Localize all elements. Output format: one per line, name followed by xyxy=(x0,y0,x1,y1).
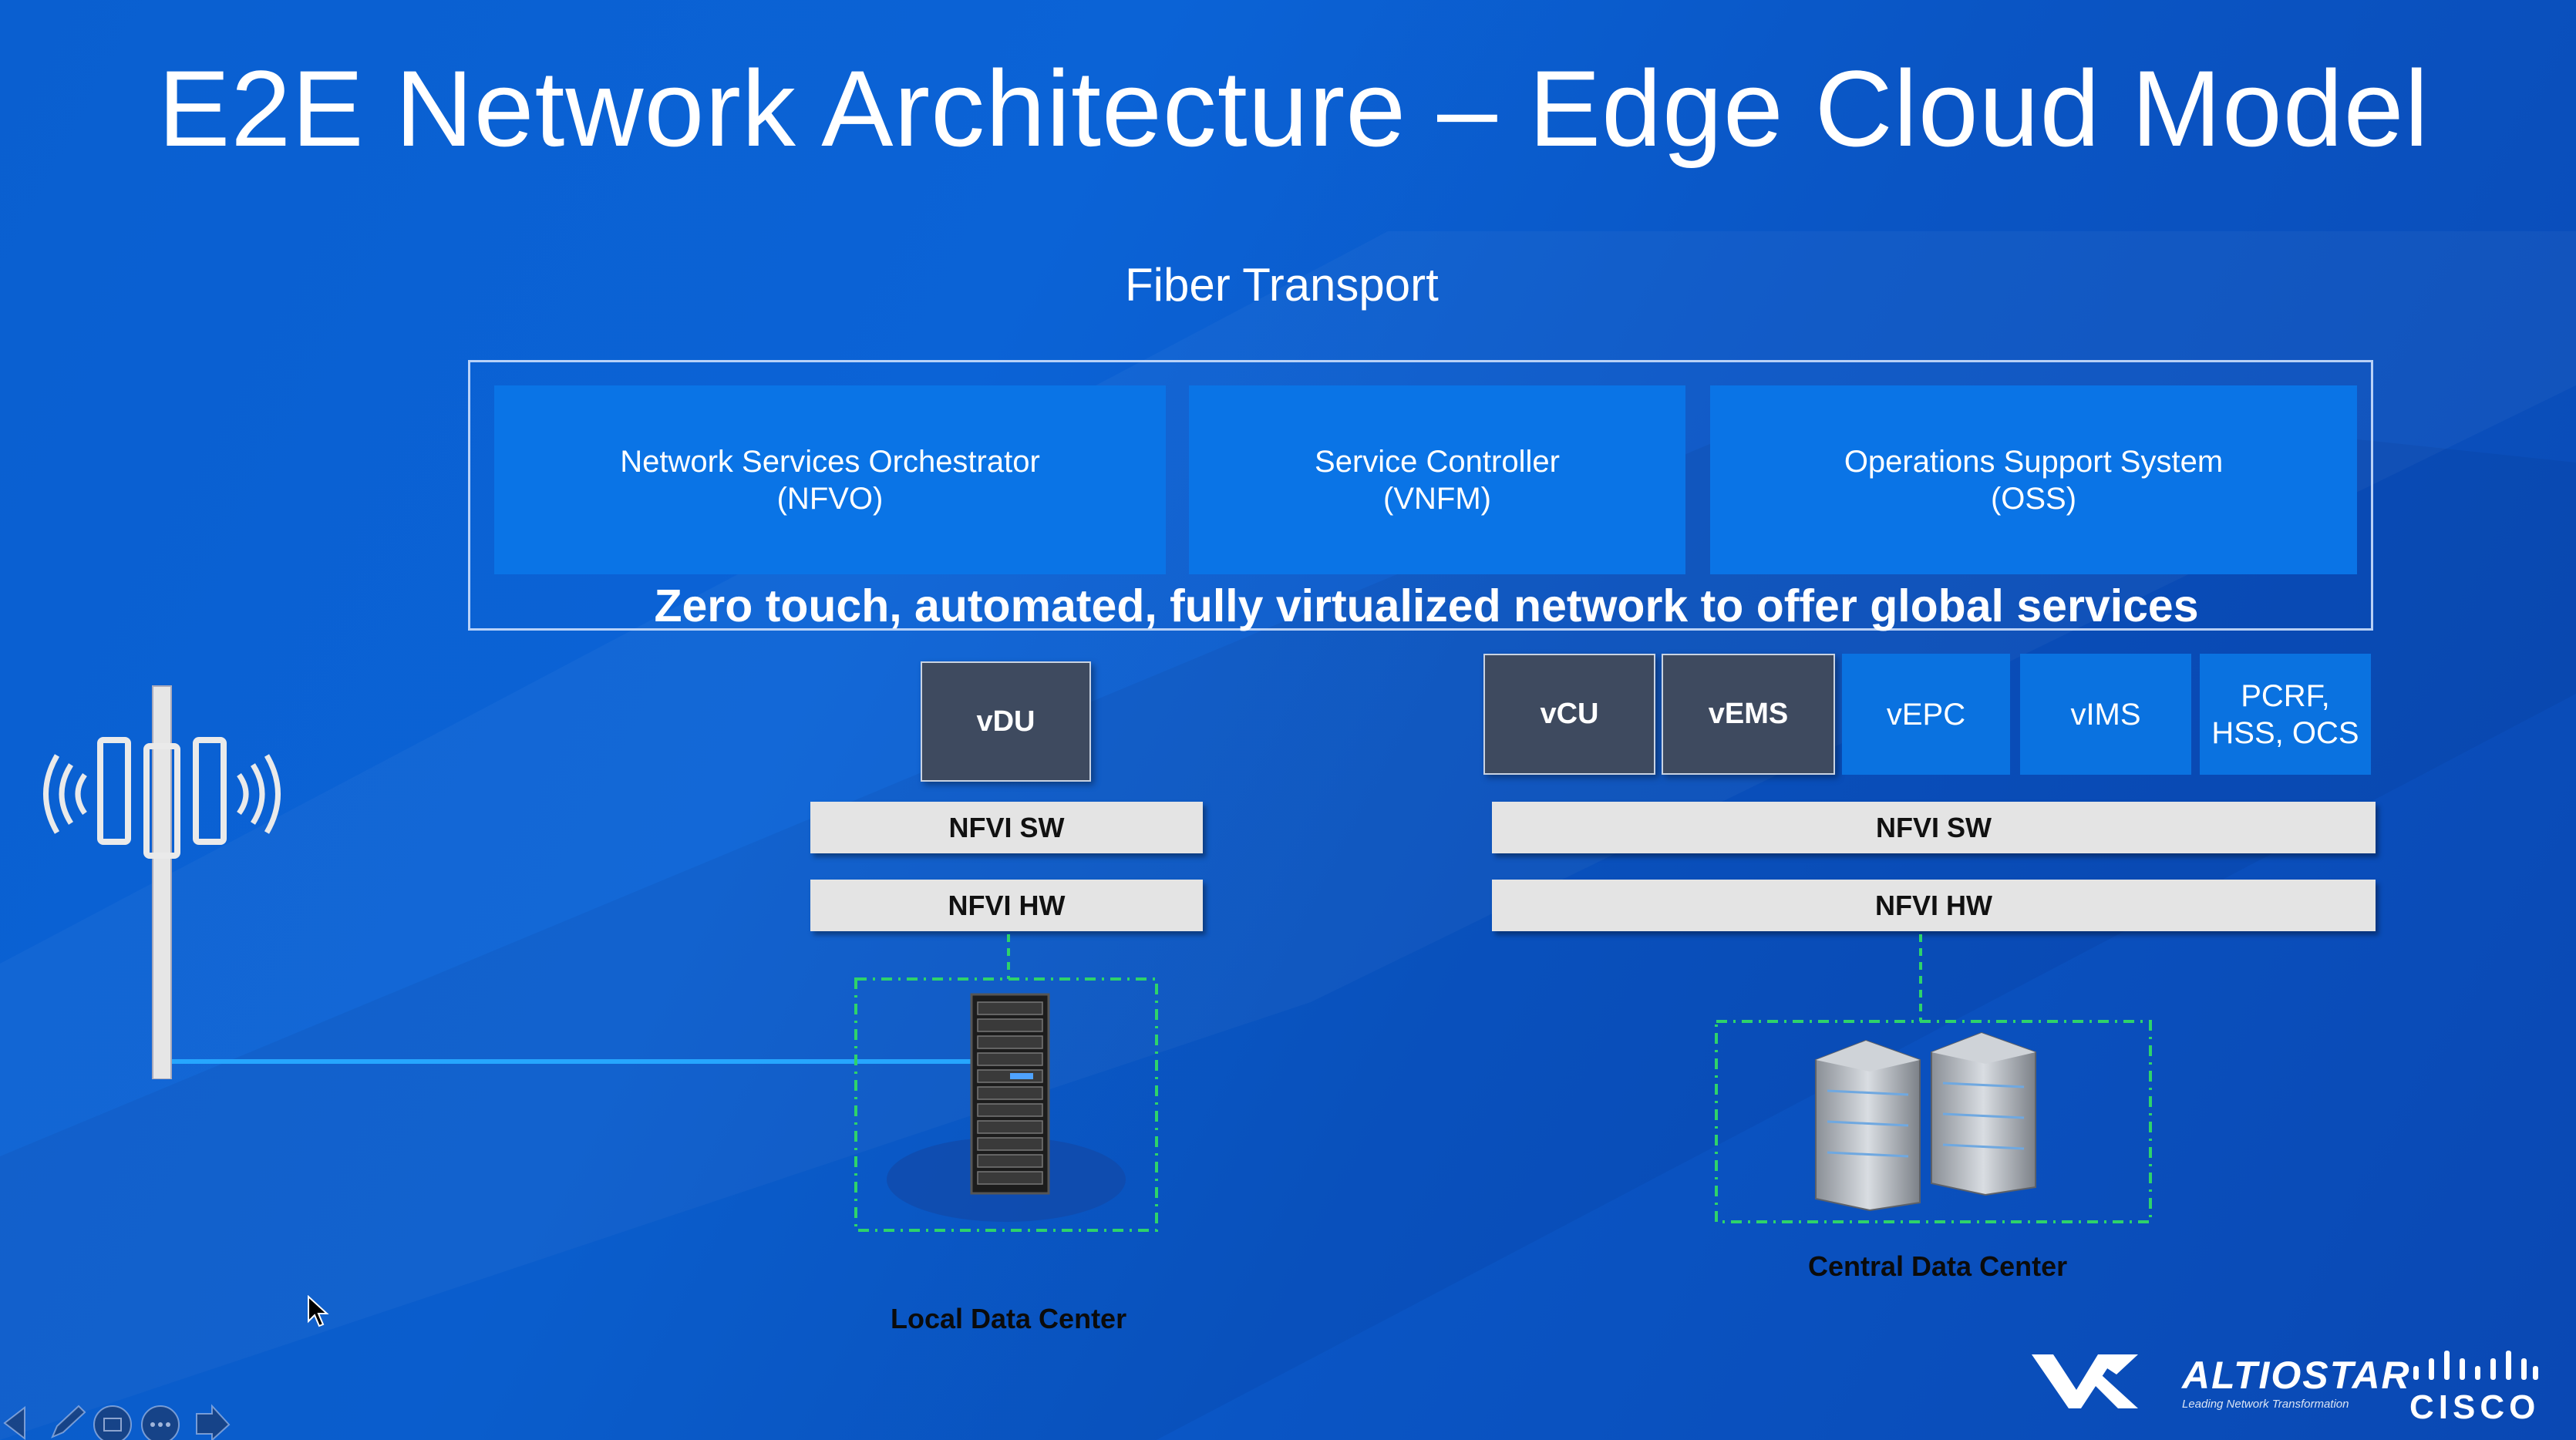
more-options-icon[interactable] xyxy=(139,1403,182,1440)
local-nfvi-hw: NFVI HW xyxy=(810,880,1203,931)
cisco-wordmark: CISCO xyxy=(2409,1388,2541,1426)
central-nfvi-hw: NFVI HW xyxy=(1492,880,2376,931)
vnfm-label: Service Controller xyxy=(1315,444,1560,479)
cisco-bars-icon xyxy=(2413,1351,2538,1380)
next-slide-icon[interactable] xyxy=(189,1403,232,1440)
server-pair-icon xyxy=(1815,1031,2036,1212)
vepc-box: vEPC xyxy=(1842,654,2010,775)
pen-icon[interactable] xyxy=(46,1403,89,1440)
hss-ocs-label: HSS, OCS xyxy=(2211,715,2359,750)
local-dc-label: Local Data Center xyxy=(891,1303,1127,1334)
nfvo-abbrev: (NFVO) xyxy=(776,481,884,516)
altiostar-wordmark: ALTIOSTAR xyxy=(2182,1354,2411,1397)
vnfm-abbrev: (VNFM) xyxy=(1383,481,1491,516)
pcrf-hss-ocs-box: PCRF, HSS, OCS xyxy=(2200,654,2371,775)
previous-slide-icon[interactable] xyxy=(0,1403,35,1440)
local-nfvi-sw: NFVI SW xyxy=(810,802,1203,853)
oss-label: Operations Support System xyxy=(1844,444,2224,479)
vems-box: vEMS xyxy=(1662,654,1835,775)
vnfm-box: Service Controller (VNFM) xyxy=(1189,385,1685,574)
vims-box: vIMS xyxy=(2020,654,2191,775)
management-frame xyxy=(468,360,2373,631)
slogan: Zero touch, automated, fully virtualized… xyxy=(654,580,2199,631)
central-dc-label: Central Data Center xyxy=(1808,1250,2068,1282)
nfvo-label: Network Services Orchestrator xyxy=(620,444,1040,479)
slide-title: E2E Network Architecture – Edge Cloud Mo… xyxy=(158,48,2430,169)
server-rack-icon xyxy=(887,993,1126,1222)
oss-abbrev: (OSS) xyxy=(1990,481,2077,516)
vdu-box: vDU xyxy=(921,661,1091,782)
fiber-transport-label: Fiber Transport xyxy=(1125,259,1439,311)
cell-tower-icon xyxy=(43,685,281,1079)
cursor-icon xyxy=(308,1295,329,1327)
central-nfvi-sw: NFVI SW xyxy=(1492,802,2376,853)
oss-box: Operations Support System (OSS) xyxy=(1710,385,2357,574)
vcu-box: vCU xyxy=(1483,654,1655,775)
local-dc-frame xyxy=(854,977,1158,1232)
slide-grid-icon[interactable] xyxy=(91,1403,134,1440)
vx-logo-icon xyxy=(2032,1354,2138,1408)
nfvo-box: Network Services Orchestrator (NFVO) xyxy=(494,385,1166,574)
central-dc-frame xyxy=(1715,1020,2152,1223)
pcrf-label: PCRF, xyxy=(2241,678,2330,713)
altiostar-tagline: Leading Network Transformation xyxy=(2182,1398,2349,1411)
altiostar-logo: ALTIOSTAR Leading Network Transformation xyxy=(2182,1353,2411,1411)
cisco-logo: CISCO xyxy=(2409,1349,2541,1427)
